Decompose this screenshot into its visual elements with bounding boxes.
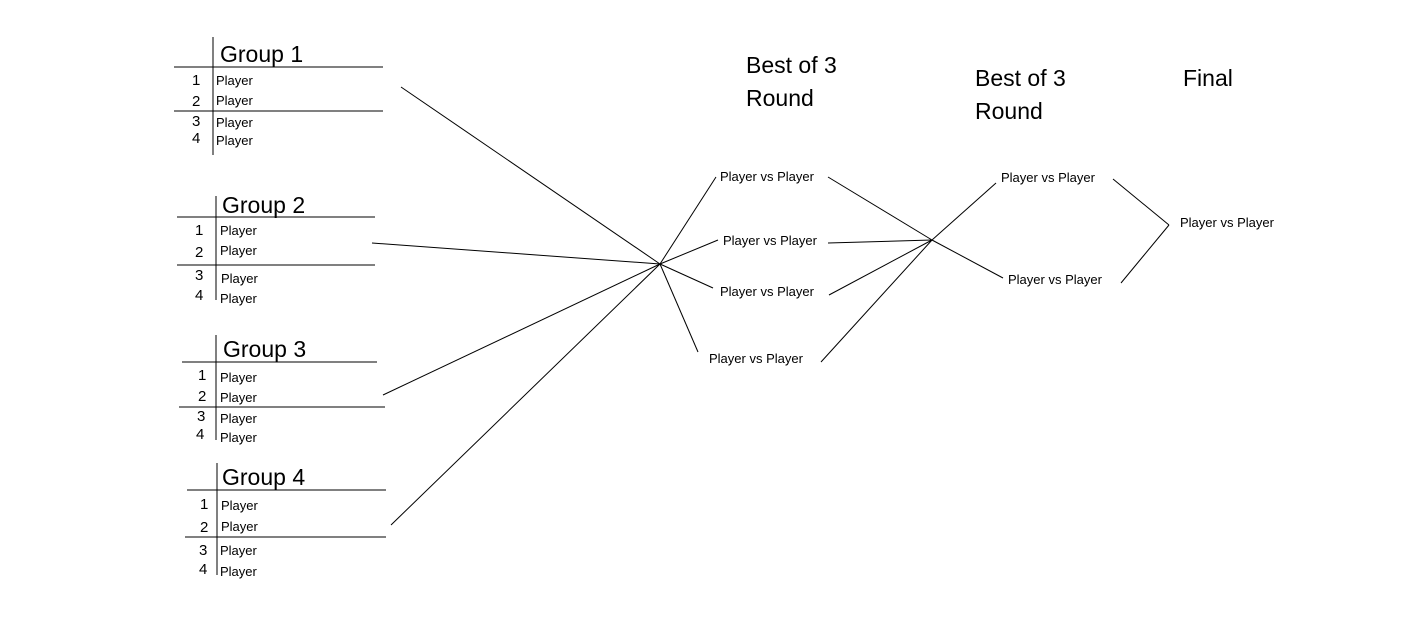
- rank-number: 3: [199, 542, 208, 559]
- rank-number: 4: [199, 561, 208, 578]
- rank-number: 2: [195, 244, 204, 261]
- rank-number: 4: [192, 130, 201, 147]
- player-name: Player: [221, 498, 258, 513]
- wire-r1-match-1: [659, 176, 717, 265]
- wire-r1m2-out: [827, 239, 933, 244]
- final-match: Player vs Player: [1180, 215, 1274, 230]
- rank-number: 4: [195, 287, 204, 304]
- rank-number: 3: [192, 113, 201, 130]
- wire-r1-match-4: [659, 263, 699, 353]
- round-2-match: Player vs Player: [1008, 272, 1102, 287]
- round-1-match: Player vs Player: [709, 351, 803, 366]
- rank-number: 2: [192, 93, 201, 110]
- wire-group-4: [390, 263, 661, 526]
- player-name: Player: [220, 390, 257, 405]
- round-2-title: Best of 3 Round: [975, 65, 1066, 124]
- round-1-match: Player vs Player: [723, 233, 817, 248]
- wire-r2m2-out: [1120, 224, 1170, 284]
- rank-number: 2: [200, 519, 209, 536]
- player-name: Player: [220, 564, 257, 579]
- wire-group-3: [382, 263, 661, 396]
- rank-number: 1: [195, 222, 204, 239]
- player-name: Player: [221, 271, 258, 286]
- player-name: Player: [220, 291, 257, 306]
- wire-r2m1-out: [1112, 178, 1170, 226]
- round-1-match: Player vs Player: [720, 169, 814, 184]
- rank-number: 1: [192, 72, 201, 89]
- round-1-title: Best of 3 Round: [746, 52, 837, 111]
- player-name: Player: [220, 370, 257, 385]
- wire-r2-match-1: [931, 182, 997, 241]
- group-title: Group 3: [223, 336, 307, 362]
- rank-number: 1: [198, 367, 207, 384]
- wire-r2-match-2: [931, 239, 1004, 279]
- player-name: Player: [216, 93, 253, 108]
- wire-r1-match-2: [659, 239, 719, 265]
- player-name: Player: [220, 223, 257, 238]
- player-name: Player: [220, 411, 257, 426]
- player-name: Player: [221, 519, 258, 534]
- rank-number: 3: [197, 408, 206, 425]
- player-name: Player: [216, 133, 253, 148]
- group-title: Group 4: [222, 464, 306, 490]
- player-name: Player: [216, 115, 253, 130]
- round-1-match: Player vs Player: [720, 284, 814, 299]
- player-name: Player: [220, 430, 257, 445]
- player-name: Player: [220, 543, 257, 558]
- wire-r1-match-3: [659, 263, 714, 289]
- rank-number: 4: [196, 426, 205, 443]
- rank-number: 2: [198, 388, 207, 405]
- group-title: Group 1: [220, 41, 304, 67]
- rank-number: 3: [195, 267, 204, 284]
- wire-group-1: [400, 86, 661, 265]
- player-name: Player: [220, 243, 257, 258]
- wire-r1m1-out: [827, 176, 933, 241]
- wire-r1m4-out: [820, 239, 933, 363]
- player-name: Player: [216, 73, 253, 88]
- rank-number: 1: [200, 496, 209, 513]
- final-title: Final: [1183, 65, 1233, 91]
- wire-group-2: [371, 242, 661, 265]
- round-2-match: Player vs Player: [1001, 170, 1095, 185]
- wire-r1m3-out: [828, 239, 933, 296]
- group-title: Group 2: [222, 192, 306, 218]
